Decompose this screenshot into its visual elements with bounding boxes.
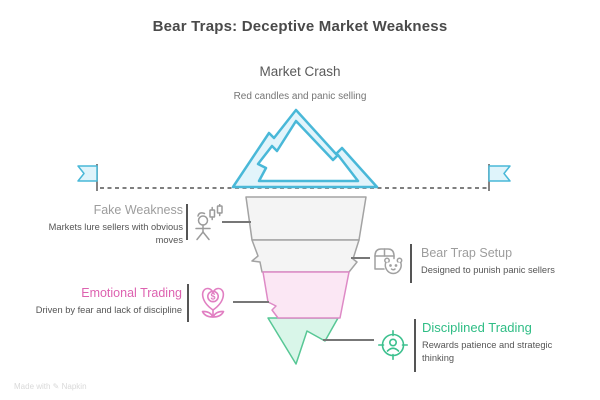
funnel-layer-3 bbox=[262, 271, 350, 319]
section-bear-trap-setup: Bear Trap Setup Designed to punish panic… bbox=[421, 246, 573, 277]
trader-figure-candlestick-icon bbox=[195, 204, 223, 241]
emotional-trading-heading: Emotional Trading bbox=[81, 286, 182, 300]
section-fake-weakness: Fake Weakness Markets lure sellers with … bbox=[30, 203, 183, 247]
heart-dollar-plant-icon: $ bbox=[201, 287, 225, 318]
watermark: Made with ✎ Napkin bbox=[14, 382, 87, 391]
page-title: Bear Traps: Deceptive Market Weakness bbox=[152, 18, 448, 35]
milestone-flag-right-icon bbox=[488, 164, 511, 191]
fake-weakness-heading: Fake Weakness bbox=[93, 203, 183, 217]
funnel-layer-1 bbox=[245, 196, 367, 241]
section-emotional-trading: Emotional Trading Driven by fear and lac… bbox=[14, 286, 182, 317]
disciplined-trading-description: Rewards patience and strategic thinking bbox=[422, 340, 553, 364]
emotional-trading-description: Driven by fear and lack of discipline bbox=[35, 305, 182, 315]
person-target-icon bbox=[378, 330, 408, 360]
bear-in-box-icon bbox=[374, 248, 403, 275]
milestone-flag-left-icon bbox=[77, 164, 98, 191]
mountain-peak-icon bbox=[231, 108, 379, 189]
svg-text:$: $ bbox=[210, 292, 215, 302]
market-crash-heading: Market Crash bbox=[259, 64, 341, 79]
bear-trap-description: Designed to punish panic sellers bbox=[421, 265, 555, 275]
section-disciplined-trading: Disciplined Trading Rewards patience and… bbox=[422, 320, 557, 365]
fake-weakness-description: Markets lure sellers with obvious moves bbox=[48, 222, 183, 246]
market-crash-subtitle: Red candles and panic selling bbox=[233, 91, 367, 102]
funnel-layer-2 bbox=[251, 239, 360, 273]
bear-trap-heading: Bear Trap Setup bbox=[421, 246, 513, 260]
disciplined-trading-heading: Disciplined Trading bbox=[422, 320, 532, 335]
